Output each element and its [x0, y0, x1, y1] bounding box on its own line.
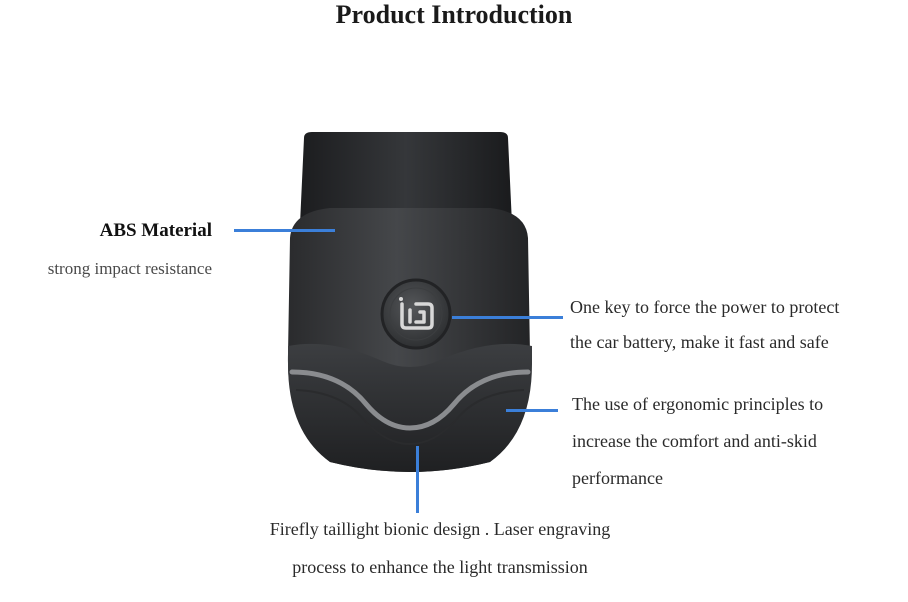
ergonomic-description: The use of ergonomic principles to incre… — [572, 386, 902, 497]
material-callout-line — [234, 229, 335, 232]
power-key-line-2: the car battery, make it fast and safe — [570, 332, 829, 352]
taillight-description: Firefly taillight bionic design . Laser … — [200, 510, 680, 586]
power-key-description: One key to force the power to protect th… — [570, 290, 905, 360]
ergonomic-callout-line — [506, 409, 558, 412]
ergonomic-line-3: performance — [572, 468, 663, 488]
ui-logo-icon — [400, 302, 434, 330]
taillight-stripe — [289, 369, 531, 431]
material-title: ABS Material — [99, 220, 212, 241]
taillight-callout-line — [416, 446, 419, 513]
obd-device-image — [287, 132, 532, 472]
power-key-callout-line — [452, 316, 563, 319]
ergonomic-line-1: The use of ergonomic principles to — [572, 394, 824, 414]
ergonomic-line-2: increase the comfort and anti-skid — [572, 431, 817, 451]
page-title: Product Introduction — [335, 0, 573, 29]
device-lower-band — [288, 343, 532, 472]
connector-plug — [300, 132, 512, 224]
power-key-line-1: One key to force the power to protect — [570, 297, 840, 317]
power-button — [380, 278, 452, 350]
taillight-line-2: process to enhance the light transmissio… — [292, 557, 588, 577]
material-subtitle: strong impact resistance — [47, 259, 212, 278]
taillight-line-1: Firefly taillight bionic design . Laser … — [269, 519, 611, 539]
